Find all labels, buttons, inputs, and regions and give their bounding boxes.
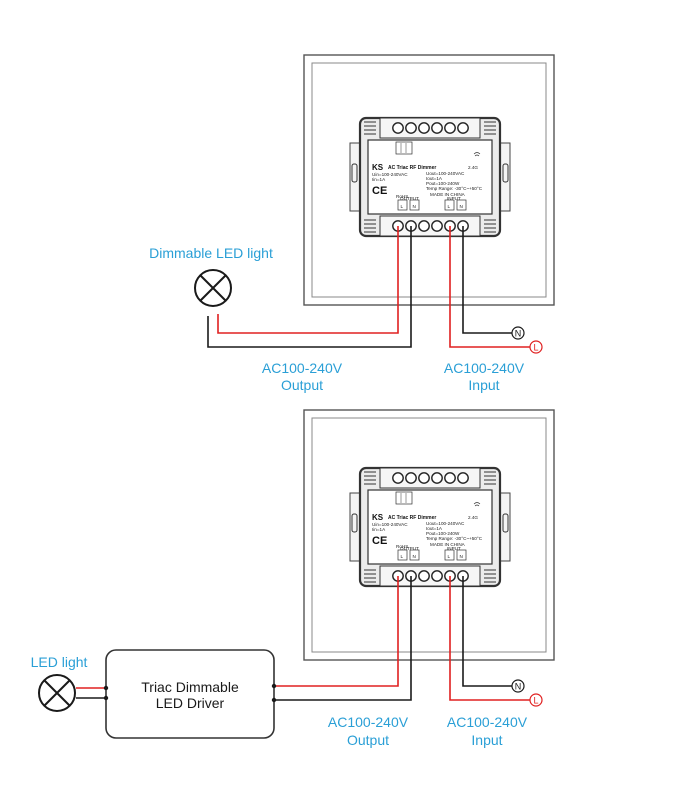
svg-text:Pout=100-240W: Pout=100-240W xyxy=(426,181,460,186)
svg-text:Iin=1A: Iin=1A xyxy=(372,177,386,182)
bottom-l-terminal: L xyxy=(529,693,543,707)
bottom-output-voltage: AC100-240V xyxy=(328,714,409,730)
driver-label-line2: LED Driver xyxy=(156,695,225,711)
svg-text:2.4G: 2.4G xyxy=(468,165,478,170)
bottom-output-label: Output xyxy=(347,732,389,748)
svg-text:N: N xyxy=(413,204,416,209)
bottom-dimmer-module: KS AC Triac RF Dimmer 2.4G Uin=100-240VA… xyxy=(348,466,512,588)
top-input-voltage: AC100-240V xyxy=(444,360,525,376)
svg-text:Iout=1A: Iout=1A xyxy=(426,176,443,181)
driver-label-line1: Triac Dimmable xyxy=(141,679,239,695)
svg-text:CE: CE xyxy=(372,535,387,547)
svg-text:Uin=100-240VAC: Uin=100-240VAC xyxy=(372,172,408,177)
svg-text:L: L xyxy=(533,696,538,706)
svg-text:Iout=1A: Iout=1A xyxy=(426,526,443,531)
top-output-label: Output xyxy=(281,377,323,393)
svg-text:INPUT: INPUT xyxy=(447,196,461,201)
bottom-n-terminal: N xyxy=(511,679,525,693)
svg-text:INPUT: INPUT xyxy=(447,546,461,551)
svg-text:Uin=100-240VAC: Uin=100-240VAC xyxy=(372,522,408,527)
svg-text:Iin=1A: Iin=1A xyxy=(372,527,386,532)
bottom-input-label: Input xyxy=(471,732,502,748)
svg-text:RoHS: RoHS xyxy=(396,194,408,199)
svg-text:L: L xyxy=(401,554,404,559)
svg-text:2.4G: 2.4G xyxy=(468,515,478,520)
svg-text:RoHS: RoHS xyxy=(396,544,408,549)
svg-text:AC Triac RF Dimmer: AC Triac RF Dimmer xyxy=(388,165,436,171)
svg-text:N: N xyxy=(413,554,416,559)
svg-text:Pout=100-240W: Pout=100-240W xyxy=(426,531,460,536)
bottom-input-voltage: AC100-240V xyxy=(447,714,528,730)
svg-text:N: N xyxy=(515,682,522,692)
svg-text:CE: CE xyxy=(372,185,387,197)
svg-text:KS: KS xyxy=(372,163,384,172)
svg-text:Uout=100-240VAC: Uout=100-240VAC xyxy=(426,521,465,526)
top-n-terminal: N xyxy=(511,326,525,340)
top-l-terminal: L xyxy=(529,340,543,354)
top-dimmer-module: KS AC Triac RF Dimmer 2.4G Uin=100-240VA… xyxy=(348,116,512,238)
svg-text:N: N xyxy=(515,329,522,339)
svg-text:L: L xyxy=(448,554,451,559)
svg-text:N: N xyxy=(460,204,463,209)
bottom-wires xyxy=(76,576,530,701)
svg-text:KS: KS xyxy=(372,513,384,522)
svg-text:N: N xyxy=(460,554,463,559)
top-wires xyxy=(207,226,530,348)
dimmable-led-lamp-icon xyxy=(194,269,232,307)
svg-text:Temp Range: -30°C~+50°C: Temp Range: -30°C~+50°C xyxy=(426,536,483,541)
bottom-load-label: LED light xyxy=(31,654,88,670)
svg-text:Temp Range: -30°C~+50°C: Temp Range: -30°C~+50°C xyxy=(426,186,483,191)
triac-led-driver-box: Triac Dimmable LED Driver xyxy=(103,649,277,739)
led-lamp-icon xyxy=(38,674,76,712)
svg-text:AC Triac RF Dimmer: AC Triac RF Dimmer xyxy=(388,515,436,521)
svg-text:MADE IN CHINA: MADE IN CHINA xyxy=(430,542,466,547)
svg-text:Uout=100-240VAC: Uout=100-240VAC xyxy=(426,171,465,176)
svg-text:MADE IN CHINA: MADE IN CHINA xyxy=(430,192,466,197)
top-output-voltage: AC100-240V xyxy=(262,360,343,376)
svg-text:L: L xyxy=(401,204,404,209)
svg-text:L: L xyxy=(448,204,451,209)
top-load-label: Dimmable LED light xyxy=(149,245,273,261)
svg-text:OUTPUT: OUTPUT xyxy=(400,546,419,551)
svg-text:L: L xyxy=(533,343,538,353)
svg-text:OUTPUT: OUTPUT xyxy=(400,196,419,201)
top-input-label: Input xyxy=(468,377,499,393)
